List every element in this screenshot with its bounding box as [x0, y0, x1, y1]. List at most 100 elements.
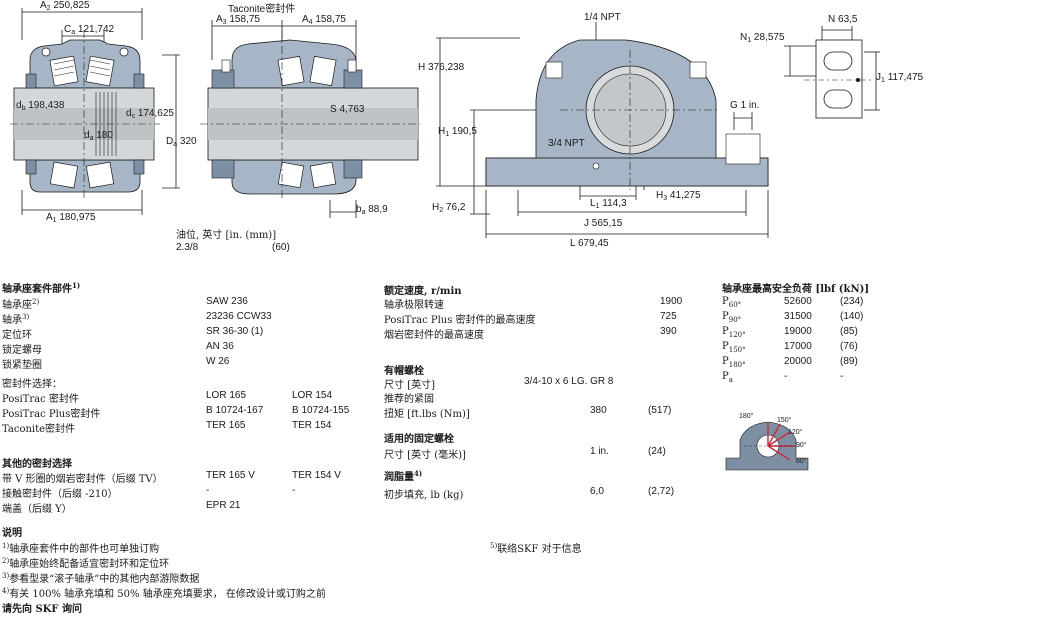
- load-row-symbol: P: [722, 341, 729, 352]
- parts-row-value: W 26: [206, 356, 230, 367]
- speed-row-value: 725: [660, 311, 677, 322]
- grease-label: 初步填充, lb (kg): [384, 490, 464, 501]
- parts-row-value: 23236 CCW33: [206, 311, 272, 322]
- seal-row-value-1: TER 165: [206, 420, 246, 431]
- oil-level-mm: (60): [272, 242, 290, 253]
- load-row-lbf: -: [784, 371, 788, 382]
- dim-h: H 376,238: [418, 62, 465, 73]
- load-row-symbol: P: [722, 296, 729, 307]
- torque-label: 扭矩 [ft.lbs (Nm)]: [384, 409, 470, 420]
- torque-value-ftlbs: 380: [590, 405, 607, 416]
- grease-value-lb: 6,0: [590, 486, 604, 497]
- dim-h2: H2 76,2: [432, 202, 466, 214]
- parts-row-label-text: 定位环: [2, 330, 32, 341]
- load-row-angle: 120°: [728, 331, 746, 339]
- load-row-lbf: 19000: [784, 326, 812, 337]
- oil-level-in: 2.3/8: [176, 242, 199, 253]
- seal-row-value-2: LOR 154: [292, 390, 333, 401]
- parts-row-label: 锁定螺母: [2, 341, 42, 356]
- oil-level-label: 油位, 英寸 [in. (mm)]: [176, 230, 277, 241]
- parts-row-label: 轴承3): [2, 311, 29, 326]
- note-footnote: 3): [2, 572, 10, 580]
- load-row-lbf: 52600: [784, 296, 812, 307]
- load-angle-180: 180°: [739, 413, 754, 420]
- dim-s: S 4,763: [330, 104, 365, 115]
- load-angle-150: 150°: [777, 417, 792, 424]
- seal-row-value-1: LOR 165: [206, 390, 247, 401]
- npt-three-quarter-label: 3/4 NPT: [548, 138, 585, 149]
- other-seal-row-label: 端盖（后缀 Y）: [2, 504, 72, 515]
- capbolts-title: 有帽螺栓: [384, 366, 424, 377]
- seal-row-value-2: TER 154: [292, 420, 332, 431]
- load-row-label: P150°: [722, 341, 746, 354]
- speed-row-label: PosiTrac Plus 密封件的最高速度: [384, 315, 536, 326]
- load-row-kn: (76): [840, 341, 858, 352]
- note-footnote: 4): [2, 587, 10, 595]
- parts-title: 轴承座套件部件1): [2, 281, 81, 295]
- npt-quarter-label: 1/4 NPT: [584, 12, 621, 23]
- other-seals-title: 其他的密封选择: [2, 459, 72, 470]
- dim-da-outer: Da 320: [166, 136, 197, 148]
- parts-row-value: SR 36-30 (1): [206, 326, 264, 337]
- load-row-symbol: P: [722, 356, 729, 367]
- loads-title: 轴承座最高安全负荷 [lbf (kN)]: [722, 284, 870, 295]
- parts-row-label: 轴承座2): [2, 296, 39, 311]
- notes-contact: 请先向 SKF 询问: [2, 604, 82, 615]
- grease-value-kg: (2,72): [648, 486, 675, 497]
- load-row-symbol: P: [722, 326, 729, 337]
- fixbolts-value-mm: (24): [648, 446, 666, 457]
- dim-l: L 679,45: [570, 238, 609, 249]
- other-seal-row-value-1: EPR 21: [206, 500, 241, 511]
- load-row-label: P180°: [722, 356, 746, 369]
- speed-row-label: 轴承极限转速: [384, 300, 444, 311]
- fixbolts-title: 适用的固定螺栓: [384, 434, 454, 445]
- load-row-kn: (234): [840, 296, 864, 307]
- load-row-label: P60°: [722, 296, 741, 309]
- parts-row-label: 定位环: [2, 326, 32, 341]
- load-row-lbf: 31500: [784, 311, 812, 322]
- parts-row-label-text: 轴承: [2, 315, 22, 326]
- load-row-kn: (140): [840, 311, 864, 322]
- seal-row-label: PosiTrac Plus密封件: [2, 409, 101, 420]
- parts-row-label: 锁紧垫圈: [2, 356, 42, 371]
- dim-l1: L1 114,3: [590, 198, 627, 210]
- load-row-kn: -: [840, 371, 844, 382]
- taconite-label: Taconite密封件: [228, 4, 296, 15]
- speed-row-value: 390: [660, 326, 677, 337]
- note-text: 轴承座套件中的部件也可单独订购: [9, 544, 160, 555]
- dim-h1: H1 190,5: [438, 126, 477, 138]
- dim-a3: A3 158,75: [216, 14, 260, 26]
- speed-title: 额定速度, r/min: [384, 286, 462, 297]
- parts-row-value: SAW 236: [206, 296, 248, 307]
- dim-a2: A2 250,825: [40, 0, 90, 12]
- dim-j1: J1 117,475: [876, 72, 924, 84]
- parts-row-footnote: 3): [22, 313, 30, 321]
- load-row-angle: 90°: [728, 316, 742, 324]
- notes-title: 说明: [2, 528, 22, 539]
- dim-n: N 63,5: [828, 14, 858, 25]
- dim-n1: N1 28,575: [740, 32, 785, 44]
- parts-row-label-text: 锁定螺母: [2, 345, 42, 356]
- seal-selection-title: 密封件选择：: [2, 379, 62, 390]
- load-row-label: Pa: [722, 371, 733, 384]
- note-item: 2)轴承座始终配备适宜密封环和定位环: [2, 555, 169, 570]
- dim-db: db 198,438: [16, 100, 65, 112]
- torque-value-nm: (517): [648, 405, 672, 416]
- seal-row-value-1: B 10724-167: [206, 405, 264, 416]
- seal-row-value-2: B 10724-155: [292, 405, 350, 416]
- load-row-lbf: 17000: [784, 341, 812, 352]
- grease-title: 润脂量4): [384, 469, 423, 483]
- note-item: 4)有关 100% 轴承充填和 50% 轴承座充填要求， 在修改设计或订购之前: [2, 585, 326, 600]
- load-row-symbol: P: [722, 311, 729, 322]
- dim-a4: A4 158,75: [302, 14, 346, 26]
- load-angle-90: 90°: [796, 442, 807, 449]
- dim-dc: dc 174,625: [126, 108, 174, 120]
- load-row-symbol: P: [722, 371, 729, 382]
- other-seal-row-value-1: TER 165 V: [206, 470, 255, 481]
- fixbolts-label: 尺寸 [英寸 (毫米)]: [384, 450, 466, 461]
